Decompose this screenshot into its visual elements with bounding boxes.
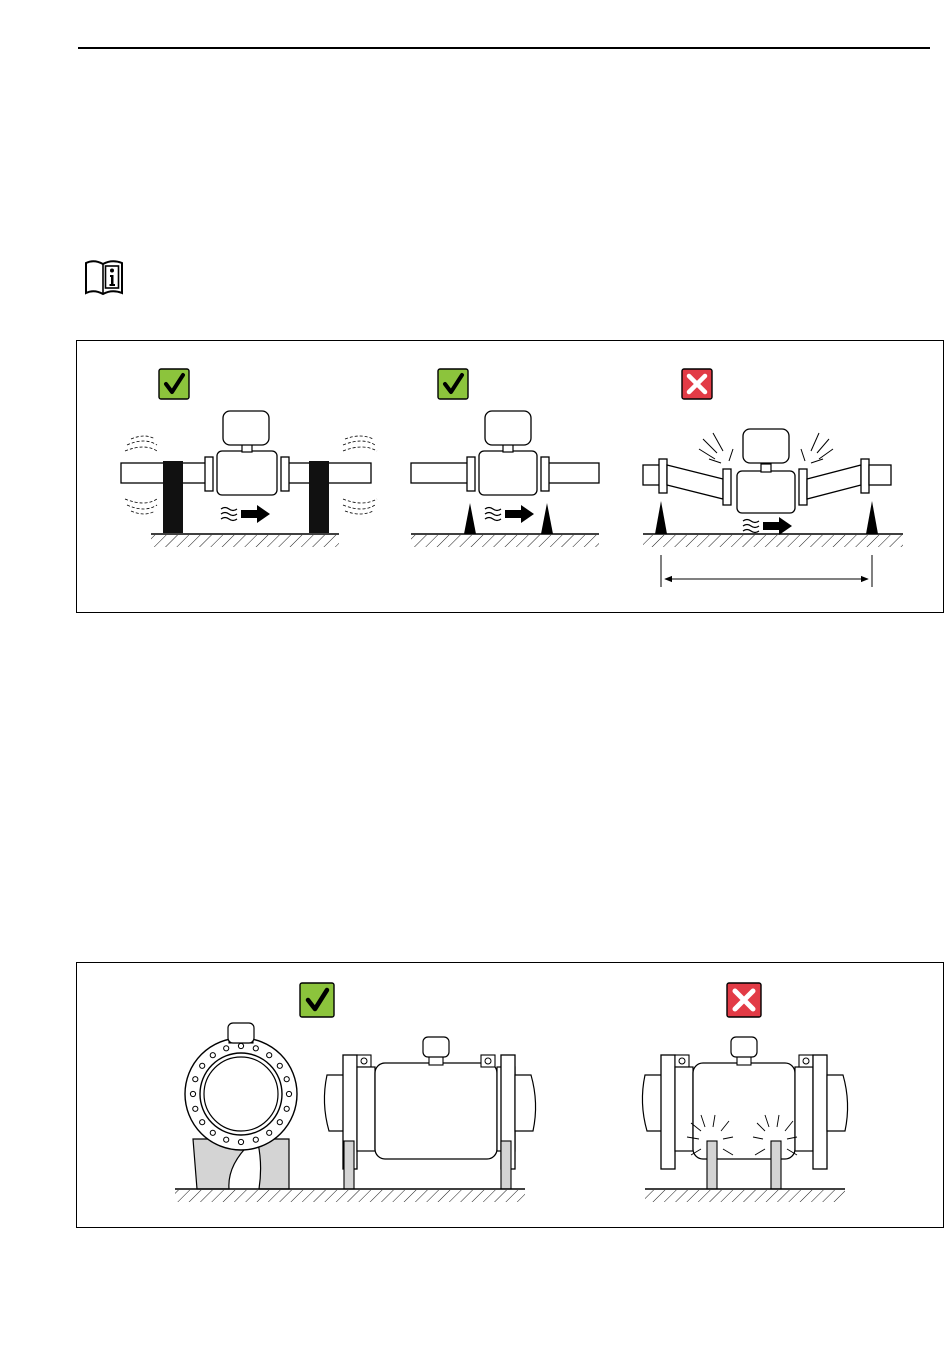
bolt-hole — [193, 1106, 198, 1111]
bolt-hole — [200, 1120, 205, 1125]
panel-flange-supports — [411, 369, 599, 547]
bolt-hole — [224, 1046, 229, 1051]
pipe-vibration-figure — [76, 340, 944, 613]
red-cross-icon — [727, 983, 761, 1017]
bolt-hole — [277, 1120, 282, 1125]
panel-damped-supports — [121, 369, 377, 547]
support-span-dimension — [661, 555, 872, 587]
panel-unsupported-span — [643, 369, 903, 587]
panel-support-at-flanges — [175, 983, 536, 1202]
bolt-hole — [190, 1091, 195, 1096]
flow-direction-icon — [743, 517, 792, 535]
bolt-hole — [284, 1106, 289, 1111]
bolt-hole — [284, 1077, 289, 1082]
green-check-icon — [300, 983, 334, 1017]
bolt-hole — [238, 1139, 243, 1144]
bolt-hole — [238, 1043, 243, 1048]
bolt-hole — [253, 1046, 258, 1051]
bolt-hole — [224, 1137, 229, 1142]
bolt-hole — [253, 1137, 258, 1142]
bolt-hole — [267, 1053, 272, 1058]
flow-direction-icon — [485, 505, 534, 523]
green-check-icon — [438, 369, 468, 399]
panel-support-at-housing — [642, 983, 847, 1202]
green-check-icon — [159, 369, 189, 399]
bolt-hole — [210, 1130, 215, 1135]
large-meter-support-figure — [76, 962, 944, 1228]
bolt-hole — [193, 1077, 198, 1082]
bolt-hole — [267, 1130, 272, 1135]
bolt-hole — [200, 1063, 205, 1068]
flow-direction-icon — [221, 505, 270, 523]
header-rule — [78, 47, 930, 49]
book-info-icon — [83, 257, 125, 297]
bolt-hole — [277, 1063, 282, 1068]
red-cross-icon — [682, 369, 712, 399]
bolt-hole — [210, 1053, 215, 1058]
bolt-hole — [286, 1091, 291, 1096]
